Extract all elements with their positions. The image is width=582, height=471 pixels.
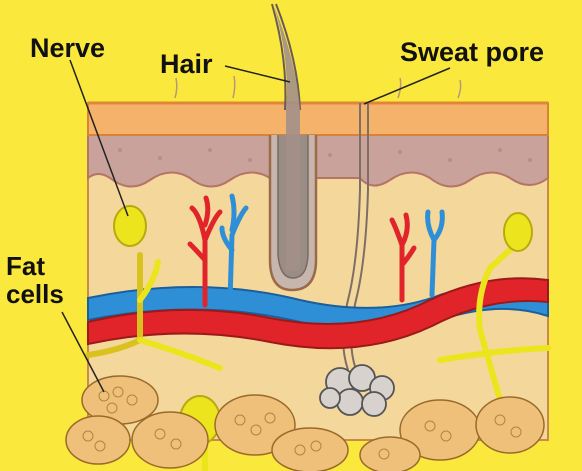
epidermis-layer <box>88 103 548 135</box>
nerve-label: Nerve <box>30 34 105 62</box>
hair-label: Hair <box>160 50 213 78</box>
sweat-pore-label: Sweat pore <box>400 38 544 66</box>
fat-cells-label-line2: cells <box>6 280 64 308</box>
fat-cells-label-line1: Fat <box>6 252 64 280</box>
fat-cells-label: Fat cells <box>6 252 64 308</box>
